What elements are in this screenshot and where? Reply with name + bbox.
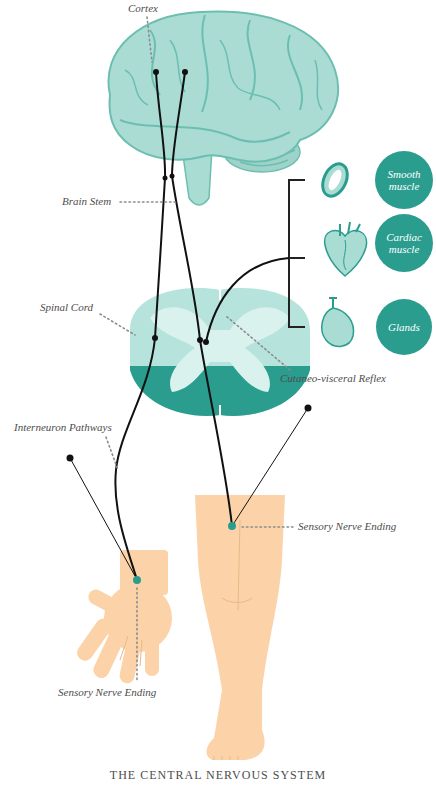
- smooth-muscle-icon: [326, 168, 344, 192]
- nerve-junction-dot: [153, 69, 159, 75]
- heart-icon: [340, 222, 360, 236]
- part-label: Sensory Nerve Ending: [298, 520, 396, 533]
- part-label: Cutaneo-visceral Reflex: [280, 372, 386, 385]
- sensory-nerve-ending: [133, 522, 236, 584]
- cerebrum: [108, 11, 338, 161]
- nerve-pathway: [115, 72, 289, 580]
- cerebrum: [202, 15, 208, 112]
- cerebrum: [248, 20, 255, 100]
- leader-line: [226, 316, 290, 370]
- sensory-nerve-ending: [133, 576, 141, 584]
- effector-circle: Smooth muscle: [375, 151, 433, 209]
- needle: [67, 455, 74, 462]
- effector-label: Cardiac muscle: [381, 231, 427, 255]
- nerve-junction-dot: [170, 174, 175, 179]
- gland-icon: [329, 298, 337, 308]
- effector-label: Glands: [381, 321, 427, 333]
- cerebrum: [315, 60, 322, 110]
- nerve-junction-dot: [203, 339, 209, 345]
- nerve-pathway: [206, 258, 289, 342]
- leader-line: [120, 201, 178, 203]
- bracket: [289, 180, 305, 327]
- leader-line: [147, 17, 152, 62]
- part-label: Cortex: [128, 2, 158, 15]
- leader-line: [106, 437, 118, 470]
- part-label: Brain Stem: [62, 195, 111, 208]
- circle-fill: [376, 299, 432, 355]
- effector-circle: Glands: [376, 299, 432, 355]
- leader-line: [136, 588, 138, 681]
- effector-circle: Cardiac muscle: [375, 214, 433, 272]
- part-label: Spinal Cord: [40, 301, 93, 314]
- leg: [195, 495, 285, 760]
- needle: [305, 405, 312, 412]
- spinal-cord-section: [219, 288, 221, 416]
- heart-icon: [325, 222, 367, 276]
- hand: [120, 636, 142, 666]
- part-label: Sensory Nerve Ending: [58, 686, 156, 699]
- smooth-muscle-icon: [318, 160, 352, 200]
- nerve-pathway: [115, 72, 165, 580]
- diagram-title: THE CENTRAL NERVOUS SYSTEM: [0, 768, 436, 783]
- hand: [74, 550, 172, 685]
- cerebrum: [125, 70, 148, 105]
- hand: [145, 636, 159, 676]
- nerve-junction-dot: [182, 69, 188, 75]
- cerebrum: [120, 120, 290, 142]
- heart-icon: [344, 240, 346, 270]
- leg: [195, 495, 285, 760]
- hand: [86, 587, 132, 621]
- needle: [234, 408, 308, 523]
- gland-icon: [322, 298, 354, 346]
- leg: [222, 520, 252, 610]
- hand: [118, 635, 143, 685]
- leader-line: [100, 314, 135, 335]
- effector-label: Smooth muscle: [381, 168, 427, 192]
- nerve-junction-dot: [152, 335, 158, 341]
- sensory-nerve-ending: [228, 522, 236, 530]
- leader-line: [242, 526, 293, 528]
- spinal-cord-section: [150, 307, 290, 392]
- needle: [70, 458, 135, 576]
- cerebrum: [108, 11, 338, 161]
- smooth-muscle-icon: [318, 160, 352, 200]
- circle-fill: [375, 214, 433, 272]
- nerve-junction-dot: [163, 176, 168, 181]
- cerebrum: [220, 40, 280, 110]
- heart-icon: [325, 230, 367, 276]
- gland-icon: [322, 308, 354, 346]
- nerve-junction-dot: [197, 337, 203, 343]
- circle-fill: [375, 151, 433, 209]
- nerve-junction-dot: [152, 69, 209, 345]
- part-label: Interneuron Pathways: [14, 421, 112, 434]
- leader-line: [100, 17, 293, 681]
- leg: [214, 756, 238, 760]
- cerebrum: [288, 35, 302, 110]
